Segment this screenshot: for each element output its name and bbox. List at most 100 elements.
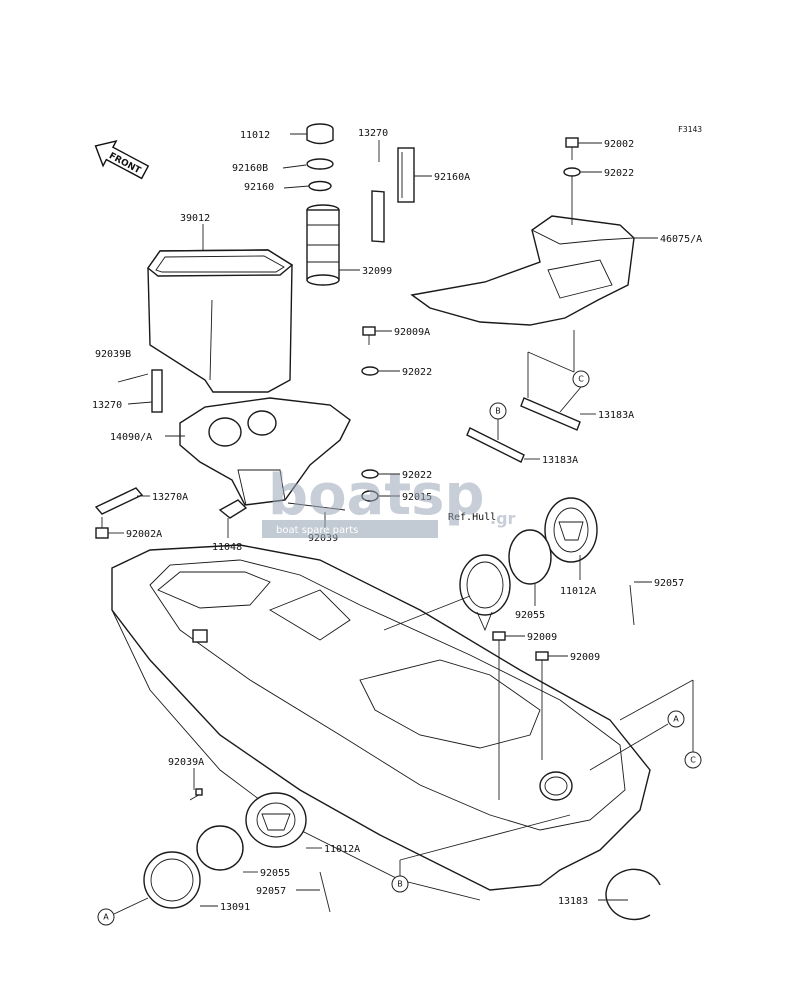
cover-11012a-left <box>245 792 307 848</box>
part-label: 92057 <box>634 578 684 589</box>
svg-text:B: B <box>397 880 403 889</box>
front-arrow-icon: FRONT <box>94 140 150 180</box>
hull <box>111 544 651 901</box>
part-label: 14090/A <box>110 432 185 443</box>
part-label: 92039A <box>168 757 204 790</box>
svg-text:92009: 92009 <box>527 632 557 643</box>
svg-text:46075/A: 46075/A <box>660 234 702 245</box>
svg-text:92002: 92002 <box>604 139 634 150</box>
pad-92160a <box>397 147 415 203</box>
svg-text:13270: 13270 <box>92 400 122 411</box>
svg-text:92009: 92009 <box>570 652 600 663</box>
part-label: 11048 <box>212 518 242 553</box>
svg-text:13091: 13091 <box>220 902 250 913</box>
part-label: 13183A <box>524 455 578 466</box>
part-label: 13270A <box>137 492 188 503</box>
washer-92022-top <box>563 167 581 177</box>
part-label: 13183A <box>580 410 634 421</box>
svg-text:boatsp: boatsp <box>268 463 485 528</box>
svg-text:39012: 39012 <box>180 213 210 224</box>
part-label: 46075/A <box>634 234 702 245</box>
part-label: 11012 <box>240 130 307 141</box>
part-label: 92022 <box>378 470 432 481</box>
part-label: 92055 <box>243 868 290 879</box>
svg-text:92039: 92039 <box>308 533 338 544</box>
washer-92022 <box>361 366 379 376</box>
svg-text:11012: 11012 <box>240 130 270 141</box>
gasket-92055-right <box>508 529 552 585</box>
part-label: 11012A <box>560 555 596 597</box>
part-label: 92015 <box>378 492 432 503</box>
ring-13091 <box>143 851 201 909</box>
bolt-92009a <box>362 326 376 345</box>
part-label: 39012 <box>180 213 210 250</box>
part-label: 92160B <box>232 163 307 174</box>
seal-ring <box>308 180 332 192</box>
clip-11048 <box>218 499 248 519</box>
bolt-92009-a <box>492 631 506 650</box>
svg-text:13183: 13183 <box>558 896 588 907</box>
storage-bin <box>147 249 294 393</box>
bolt-92039a <box>189 788 203 801</box>
svg-text:92039A: 92039A <box>168 757 204 768</box>
cover-11012a-right <box>544 497 598 563</box>
svg-text:92160: 92160 <box>244 182 274 193</box>
part-label: 92039B <box>95 349 131 360</box>
svg-text:92009A: 92009A <box>394 327 430 338</box>
gasket-92055-left <box>196 825 244 871</box>
bolt-92057-right <box>629 584 635 626</box>
svg-text:92160A: 92160A <box>434 172 470 183</box>
svg-text:13270: 13270 <box>358 128 388 139</box>
filler-neck-tube <box>306 204 340 286</box>
seal-ring-b <box>306 158 334 170</box>
callout-b-upper: B <box>489 402 507 440</box>
bracket-13270-lower <box>151 369 163 413</box>
svg-text:C: C <box>578 375 584 384</box>
part-label: 92009 <box>548 652 600 663</box>
svg-text:92002A: 92002A <box>126 529 162 540</box>
svg-text:13183A: 13183A <box>598 410 634 421</box>
part-label: 13183 <box>558 896 628 907</box>
svg-text:14090/A: 14090/A <box>110 432 152 443</box>
svg-text:C: C <box>690 756 696 765</box>
part-label: 92055 <box>515 584 545 621</box>
band-13183 <box>605 868 661 921</box>
part-label: 11012A <box>306 844 360 855</box>
svg-text:92055: 92055 <box>260 868 290 879</box>
part-label: 13270 <box>358 128 388 162</box>
strap-13183a <box>520 397 581 431</box>
svg-text:11048: 11048 <box>212 542 242 553</box>
bolt-92002 <box>565 137 579 160</box>
part-label: 92160A <box>414 172 470 183</box>
part-label: 32099 <box>339 266 392 277</box>
figure-id: F3143 <box>678 125 702 134</box>
svg-text:92022: 92022 <box>402 367 432 378</box>
callout-a-lower: A <box>97 897 149 926</box>
callout-c: C <box>619 679 702 769</box>
svg-text:92055: 92055 <box>515 610 545 621</box>
part-label: 92002 <box>578 139 634 150</box>
bulkhead-14090 <box>179 397 351 506</box>
callout-b: B <box>391 814 571 893</box>
svg-text:92022: 92022 <box>604 168 634 179</box>
svg-text:11012A: 11012A <box>324 844 360 855</box>
svg-text:92057: 92057 <box>256 886 286 897</box>
callout-a: A <box>589 710 685 771</box>
bolt-92009-b <box>535 651 549 670</box>
watermark-logo: boatsp .gr boat spare parts <box>262 463 516 538</box>
part-label: 13091 <box>200 902 250 913</box>
bracket-13270a <box>94 487 144 515</box>
svg-text:13270A: 13270A <box>152 492 188 503</box>
callout-c-upper: C <box>559 370 590 413</box>
svg-text:92039B: 92039B <box>95 349 131 360</box>
svg-text:A: A <box>673 715 679 724</box>
svg-text:92057: 92057 <box>654 578 684 589</box>
svg-text:boat spare parts: boat spare parts <box>276 525 358 536</box>
ref-hull-label: Ref.Hull <box>448 512 496 523</box>
svg-text:.gr: .gr <box>490 509 516 528</box>
svg-text:92022: 92022 <box>402 470 432 481</box>
part-label: 92022 <box>580 168 634 179</box>
bracket-13270 <box>371 190 385 243</box>
part-label: 92022 <box>378 367 432 378</box>
